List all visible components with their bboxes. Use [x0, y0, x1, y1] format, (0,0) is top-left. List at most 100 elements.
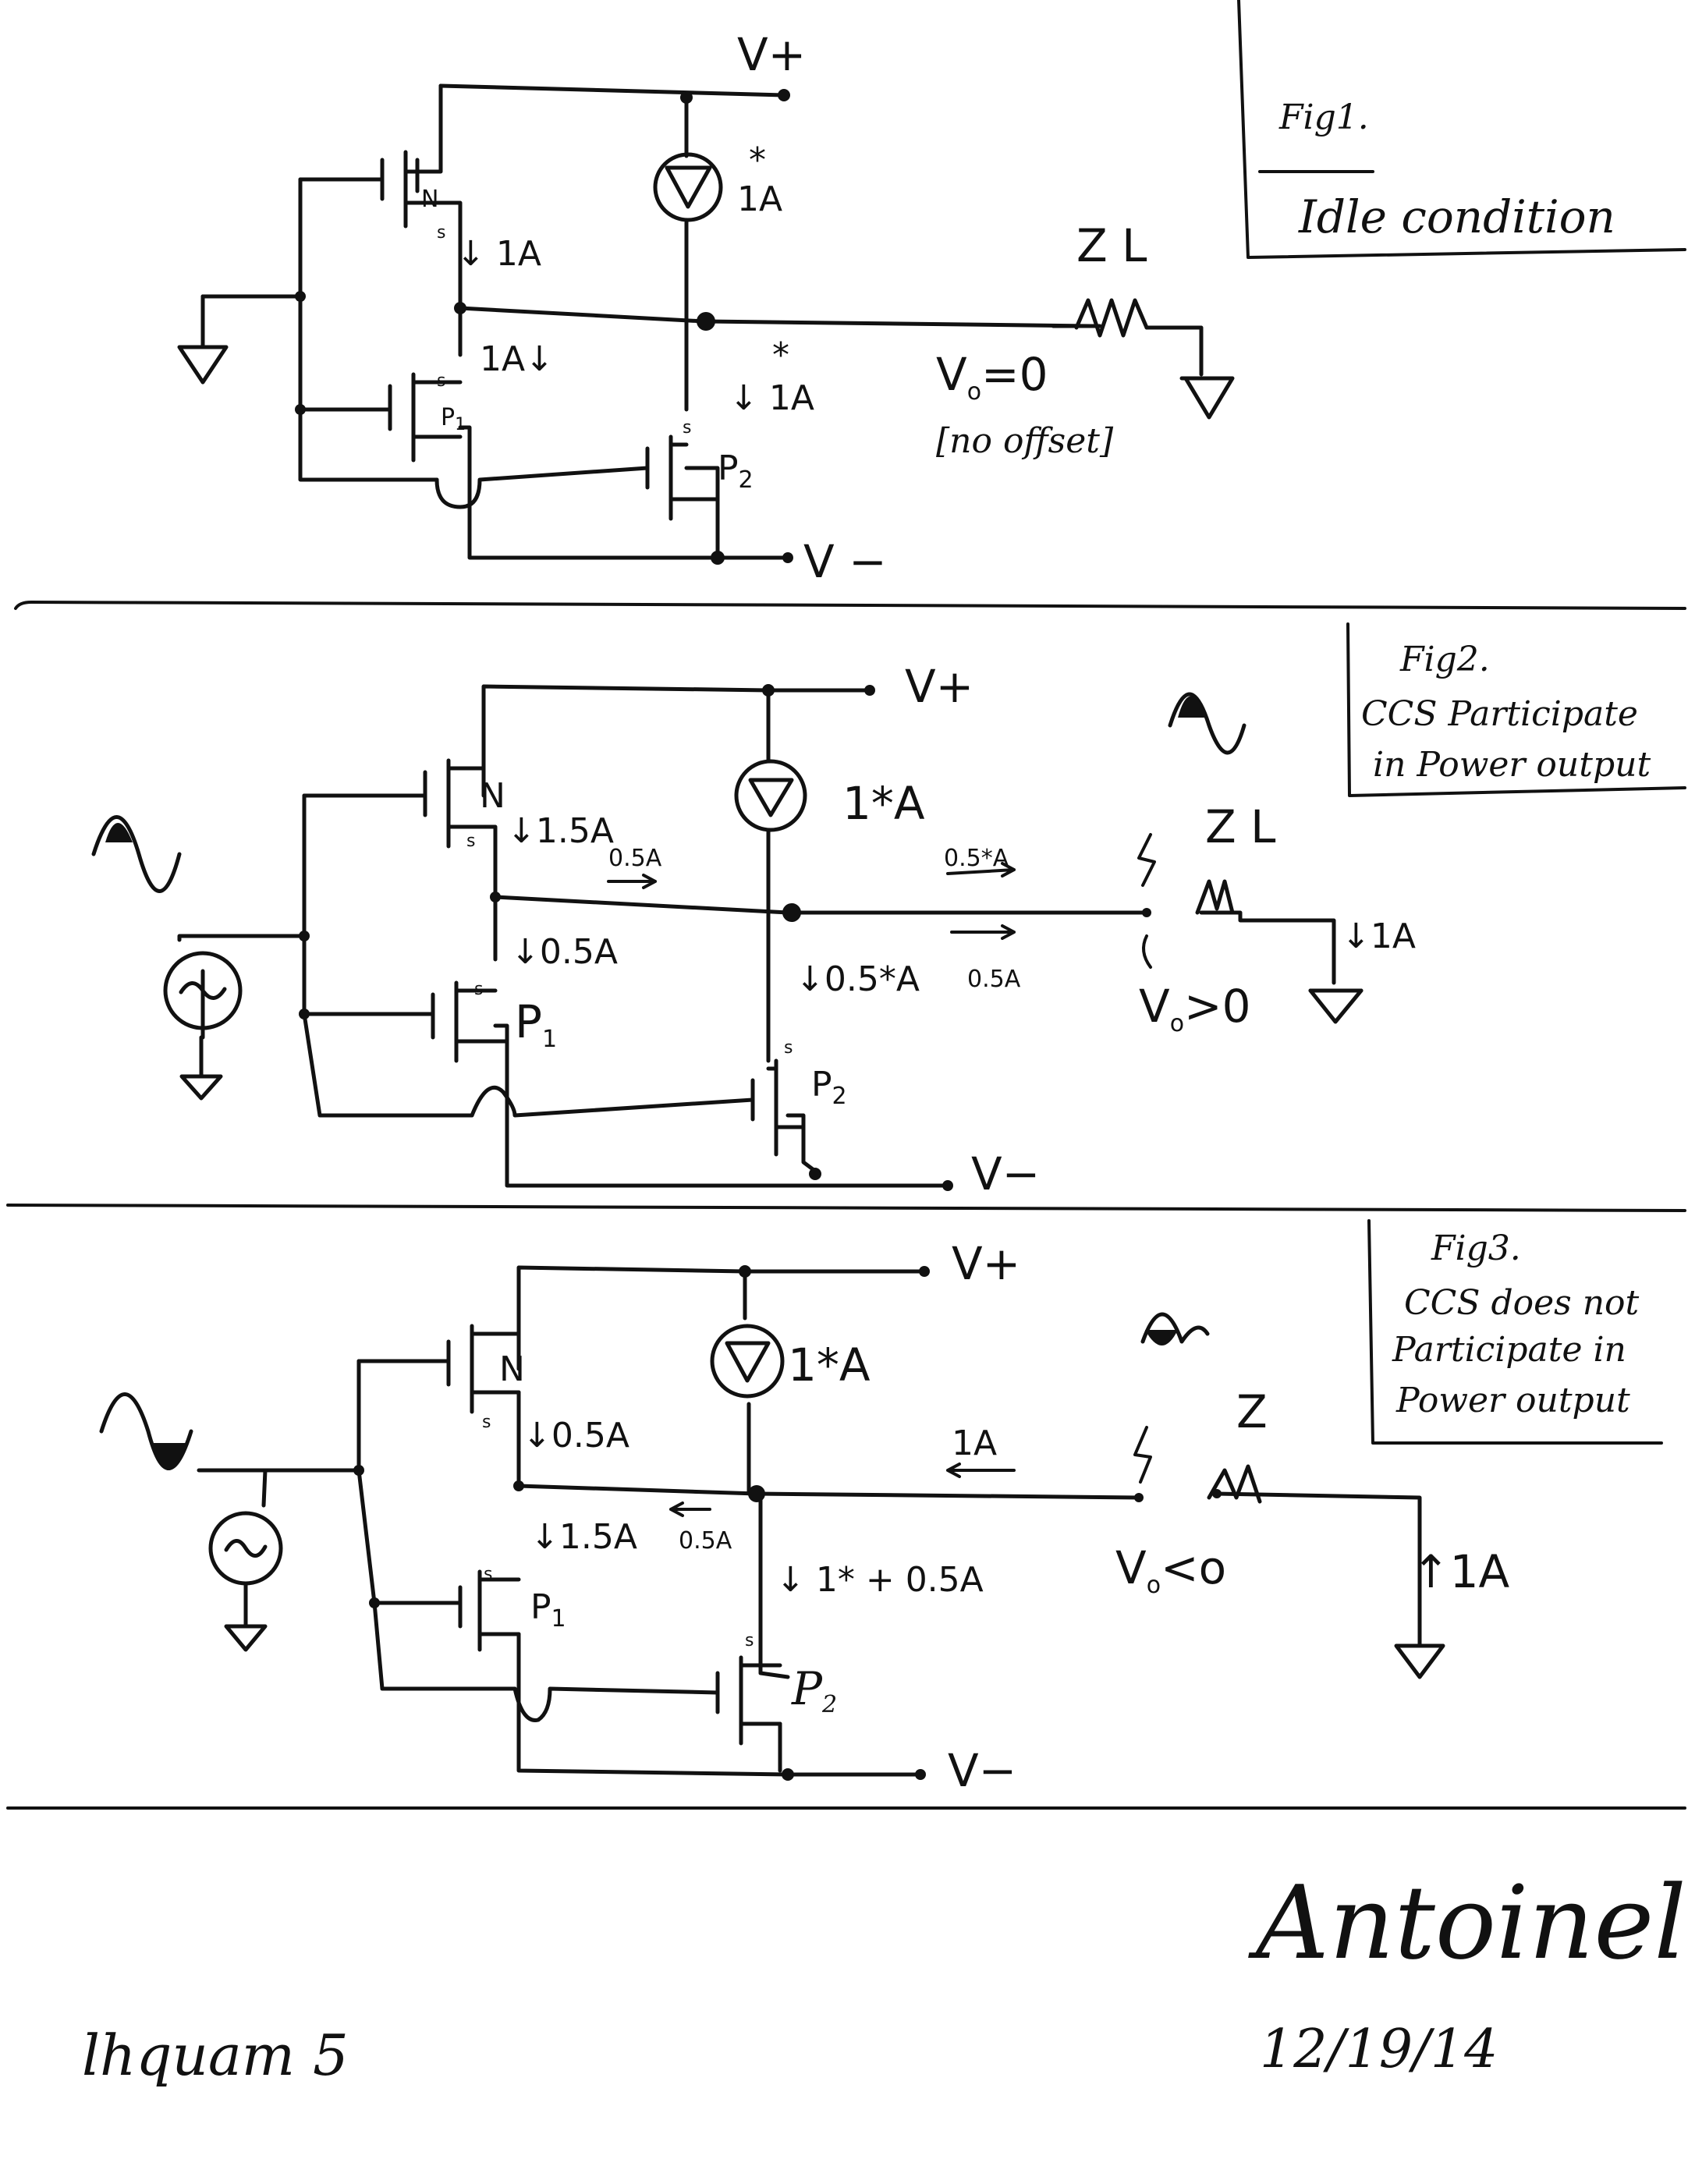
fig3-vplus-label: V+ — [952, 1237, 1020, 1290]
fig3-caption-box: Fig3. CCS does not Participate in Power … — [1367, 1219, 1663, 1445]
fig3-z-label: Z — [1236, 1385, 1268, 1438]
fig3-caption: Fig3. — [1431, 1228, 1521, 1268]
fig2-p2-source-label: s — [784, 1038, 793, 1058]
fig2-load-ground-icon — [1308, 988, 1364, 1024]
fig3-load-ground-icon — [1394, 1643, 1445, 1679]
fig3-caption-line1: CCS does not — [1404, 1283, 1640, 1323]
fig1-load-ground-icon — [1183, 376, 1235, 420]
fig3-n-current: ↓0.5A — [523, 1416, 629, 1455]
fig1-p2-current: ↓ 1A — [729, 378, 814, 418]
fig3-out-current: 1A — [952, 1424, 997, 1463]
fig2-out-current-top: 0.5*A — [944, 845, 1009, 872]
fig3-current-arrows — [669, 1426, 1152, 1517]
fig3-mosfet-p2 — [715, 1655, 782, 1746]
fig2-p1-current: ↓0.5A — [511, 932, 618, 972]
fig1-subtitle: Idle condition — [1298, 190, 1615, 243]
fig3-vo-label: Vo<o — [1115, 1541, 1226, 1599]
fig1-ground-icon — [177, 345, 229, 385]
fig3-p1-current: ↓1.5A — [530, 1517, 637, 1557]
fig2-ccs-label: 1*A — [842, 777, 925, 830]
fig2-vminus-label: V− — [971, 1147, 1040, 1200]
fig2-zl-label: Z L — [1205, 800, 1275, 853]
fig2-mid-current: 0.5A — [608, 845, 662, 872]
fig2-caption-box: Fig2. CCS Participate in Power output — [1346, 622, 1686, 797]
fig2-p1-source-label: s — [474, 980, 483, 999]
fig2-caption: Fig2. — [1399, 640, 1490, 679]
fig2-input-waveform-icon — [91, 815, 182, 893]
fig2-ac-source-icon — [163, 951, 243, 1030]
fig1-caption: Fig1. — [1278, 98, 1369, 137]
fig1-resistor-icon — [1074, 298, 1149, 338]
fig2-out-current-bottom: 0.5A — [967, 966, 1021, 993]
fig3-caption-line3: Power output — [1395, 1381, 1630, 1420]
fig3-mid-current: 0.5A — [679, 1527, 732, 1555]
fig2-mosfet-p2 — [750, 1058, 806, 1157]
fig2-ground-icon — [179, 1035, 223, 1101]
fig2-vo-label: Vo>0 — [1139, 980, 1251, 1037]
fig1-p1-label: P1 — [441, 404, 466, 434]
figure-2: Fig2. CCS Participate in Power output — [91, 622, 1686, 1200]
signature: Antoinel — [1248, 1863, 1686, 1982]
fig1-p2-source-label: s — [683, 418, 691, 438]
fig1-vo-label: Vo=0 — [936, 348, 1048, 406]
fig1-n-source-label: s — [437, 223, 445, 243]
fig1-ccs-star: * — [749, 140, 766, 180]
fig2-caption-line2: in Power output — [1373, 745, 1651, 785]
fig1-p2-label: P2 — [718, 448, 754, 494]
fig3-output-waveform-icon — [1140, 1312, 1210, 1346]
fig1-current-source-icon — [653, 152, 723, 222]
fig2-load-current: ↓1A — [1342, 916, 1416, 956]
fig1-p2-star: * — [772, 335, 789, 375]
fig3-p1-source-label: s — [484, 1565, 492, 1584]
fig3-p2-source-label: s — [745, 1631, 754, 1650]
fig2-mosfet-p1 — [431, 980, 509, 1063]
fig2-n-current: ↓1.5A — [507, 811, 614, 851]
author-label: lhquam 5 — [82, 2023, 349, 2088]
fig3-ac-source-icon — [208, 1511, 283, 1586]
fig3-resistor-icon — [1207, 1464, 1262, 1504]
fig1-p1-current: 1A↓ — [480, 339, 554, 379]
fig2-n-source-label: s — [466, 831, 475, 851]
fig1-ccs-label: 1A — [737, 179, 782, 219]
fig3-mosfet-n — [446, 1324, 521, 1414]
fig2-vplus-label: V+ — [905, 660, 973, 713]
fig2-wires — [177, 684, 1364, 1188]
fig1-mosfet-n — [380, 150, 420, 229]
fig2-resistor-icon — [1195, 879, 1235, 915]
fig1-vplus-label: V+ — [737, 28, 806, 81]
fig1-mosfet-p1 — [388, 372, 463, 463]
fig3-input-waveform-icon — [99, 1392, 193, 1470]
fig3-p2-label: P2 — [791, 1662, 837, 1718]
fig1-vminus-label: V − — [803, 535, 887, 588]
footer: Antoinel 12/19/14 lhquam 5 — [82, 1863, 1686, 2088]
fig2-p2-current: ↓0.5*A — [796, 959, 920, 999]
fig3-n-source-label: s — [482, 1413, 491, 1432]
fig2-junction-dots — [299, 684, 1151, 1191]
fig3-p2-current: ↓ 1* + 0.5A — [776, 1560, 984, 1600]
fig3-junction-dots — [353, 1265, 1222, 1781]
separator-lines — [6, 601, 1686, 1810]
fig2-p1-label: P1 — [515, 995, 557, 1053]
date-label: 12/19/14 — [1260, 2019, 1498, 2080]
fig1-mosfet-p2 — [645, 434, 720, 521]
fig1-caption-box: Fig1. Idle condition — [1237, 0, 1686, 259]
fig1-zl-label: Z L — [1076, 219, 1147, 272]
fig1-junction-dots — [295, 89, 793, 565]
fig3-caption-line2: Participate in — [1392, 1330, 1626, 1370]
fig2-n-label: N — [480, 776, 505, 816]
figure-3: Fig3. CCS does not Participate in Power … — [99, 1219, 1663, 1797]
fig3-current-source-icon — [710, 1324, 785, 1399]
fig3-load-current: ↑1A — [1412, 1545, 1509, 1598]
fig2-mosfet-n — [423, 758, 486, 849]
fig3-mosfet-p1 — [458, 1569, 521, 1652]
fig1-n-label: N — [421, 186, 438, 213]
fig1-n-current: ↓ 1A — [456, 234, 541, 274]
fig2-output-waveform-icon — [1168, 692, 1246, 755]
fig2-current-source-icon — [734, 759, 807, 832]
fig3-n-label: N — [499, 1349, 525, 1389]
fig3-vminus-label: V− — [948, 1744, 1016, 1797]
fig3-ccs-label: 1*A — [788, 1338, 871, 1392]
fig1-p1-source-label: s — [437, 371, 445, 391]
figure-1: Fig1. Idle condition — [177, 0, 1686, 588]
